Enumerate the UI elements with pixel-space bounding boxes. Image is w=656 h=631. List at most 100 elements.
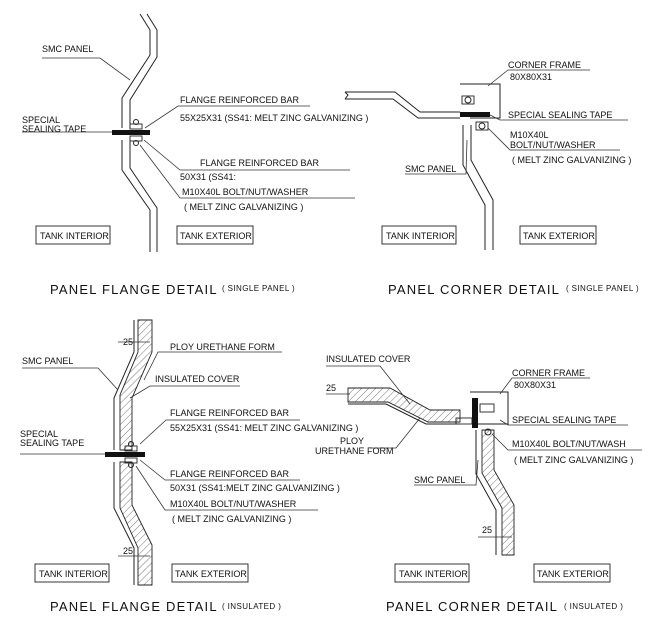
label-tank-exterior: TANK EXTERIOR [180,231,252,241]
label-dim-top: 25 [123,337,133,347]
bolt-head [133,119,139,125]
label-ins-flange-2-spec: 50X31 (SS41:MELT ZINC GALVANIZING ) [170,483,340,493]
ins-smc-lower [113,462,135,585]
label-ins-ploy: PLOY URETHANE FORM [170,342,275,352]
label-ins-bolt: M10X40L BOLT/NUT/WASHER [170,499,297,509]
label-ins-cover: INSULATED COVER [155,374,240,384]
leader-ins-corner-ploy [370,417,421,449]
label-ins-corner-ploy-1: PLOY [340,436,364,446]
leader-flange-bar-1 [144,105,310,129]
label-ins-special: SPECIAL [20,429,58,439]
leader-ins-ploy [143,351,282,381]
title-ins-corner: PANEL CORNER DETAIL [386,599,558,614]
nut [133,140,139,146]
leader-corner-sealing [489,114,628,121]
label-corner-tank-interior: TANK INTERIOR [386,231,455,241]
leader-ins-flange-2 [139,459,300,481]
label-ins-corner-tank-exterior: TANK EXTERIOR [537,569,609,579]
smc-panel-lower-inner [129,140,158,252]
leader-ins-corner-frame [499,377,590,395]
ins-bolt-head [128,441,134,447]
label-corner-frame-spec: 80X80X31 [510,72,552,82]
subtitle-single-corner: ( SINGLE PANEL ) [566,284,639,293]
leader-corner-frame [487,69,590,87]
label-ins-sealing-tape: SEALING TAPE [20,438,84,448]
subtitle-ins-corner: ( INSULATED ) [564,602,623,611]
label-tank-interior: TANK INTERIOR [40,231,109,241]
smc-panel-lower-outer [121,140,151,252]
label-bolt: M10X40L BOLT/NUT/WASHER [182,187,309,197]
corner-tank-exterior-box [519,225,597,245]
corner-nut-1 [461,95,475,105]
corner-panel-horiz-bottom [345,98,460,119]
title-ins-flange: PANEL FLANGE DETAIL [50,599,218,614]
label-flange-bar-1: FLANGE REINFORCED BAR [180,95,300,105]
corner-panel-vert-outer [462,125,486,250]
break-mark [344,91,349,100]
label-ins-corner-dim-bottom: 25 [482,525,492,535]
insulated-corner-detail: 25 25 INSULATED COVER PLOY URETHANE FORM… [315,354,642,614]
insulation-lower [119,461,153,586]
single-corner-detail: CORNER FRAME 80X80X31 SPECIAL SEALING TA… [344,60,639,297]
label-ins-corner-sealing: SPECIAL SEALING TAPE [512,415,616,425]
label-ins-corner-tank-interior: TANK INTERIOR [399,569,468,579]
label-ins-bolt-spec: ( MELT ZINC GALVANIZING ) [172,514,291,524]
leader-ins-smc [22,367,119,391]
label-ins-tank-exterior: TANK EXTERIOR [175,569,247,579]
label-ins-smc: SMC PANEL [22,356,73,366]
label-ins-corner-frame: CORNER FRAME [512,368,585,378]
title-single-flange: PANEL FLANGE DETAIL [50,282,218,297]
label-flange-bar-2-spec: 50X31 (SS41: [180,172,236,182]
label-ins-corner-cover: INSULATED COVER [326,354,411,364]
ins-corner-frame [470,391,509,425]
label-ins-corner-ploy-2: URETHANE FORM [315,446,394,456]
label-flange-bar-2: FLANGE REINFORCED BAR [200,158,320,168]
smc-panel-upper-inner [129,13,158,128]
ins-corner-insulation-vert [481,429,515,556]
label-special: SPECIAL [22,115,60,125]
subtitle-single-flange: ( SINGLE PANEL ) [222,284,295,293]
ins-corner-tank-interior-box [394,563,470,583]
leader-ins-corner-cover [326,365,411,405]
title-single-corner: PANEL CORNER DETAIL [388,282,560,297]
ins-tank-interior-box [34,563,110,583]
ins-corner-nut-1 [479,403,495,413]
leader-ins-corner-bolt [491,433,642,451]
ins-corner-bolt [484,428,492,436]
ins-corner-tank-exterior-box [533,563,611,583]
label-ins-corner-bolt: M10X40L BOLT/NUT/WASH [512,439,626,449]
ins-corner-insulation-horiz [347,387,461,423]
label-corner-tank-exterior: TANK EXTERIOR [523,231,595,241]
ins-corner-panel-horiz [348,403,460,425]
leader-ins-corner-smc [414,459,479,486]
label-sealing-tape: SEALING TAPE [22,124,86,134]
label-ins-flange-2: FLANGE REINFORCED BAR [170,469,290,479]
label-dim-bottom: 25 [123,546,133,556]
corner-sealing-tape [460,112,490,117]
leader-corner-bolt [487,127,620,151]
label-corner-frame: CORNER FRAME [508,60,581,70]
label-corner-bolt-spec: ( MELT ZINC GALVANIZING ) [512,155,631,165]
subtitle-ins-flange: ( INSULATED ) [222,602,281,611]
insulated-flange-detail: 25 25 SMC PANEL PLOY URETHANE FORM INSUL… [20,319,358,614]
tank-exterior-box [176,225,254,245]
label-ins-flange-1-spec: 55X25X31 (SS41: MELT ZINC GALVANIZING ) [170,423,358,433]
label-ins-tank-interior: TANK INTERIOR [39,569,108,579]
label-ins-corner-bolt-spec: ( MELT ZINC GALVANIZING ) [514,455,633,465]
single-flange-detail: SMC PANEL SPECIAL SEALING TAPE FLANGE RE… [22,13,368,297]
label-ins-corner-dim-left: 25 [326,383,336,393]
leader-ins-corner-sealing [499,419,628,426]
smc-panel-upper-outer [121,13,151,128]
label-corner-sealing: SPECIAL SEALING TAPE [508,110,612,120]
label-flange-bar-1-spec: 55X25X31 (SS41: MELT ZINC GALVANIZING ) [180,113,368,123]
insulation-upper [119,319,153,451]
corner-frame [460,83,501,119]
leader-smc-panel [42,57,131,81]
label-ins-corner-smc: SMC PANEL [414,475,465,485]
label-ins-corner-frame-spec: 80X80X31 [514,380,556,390]
ins-tank-exterior-box [171,563,249,583]
leader-flange-bar-2 [143,139,350,171]
ins-smc-upper [113,320,135,450]
leader-ins-flange-1 [139,419,300,445]
ins-corner-panel-vert [475,430,497,555]
